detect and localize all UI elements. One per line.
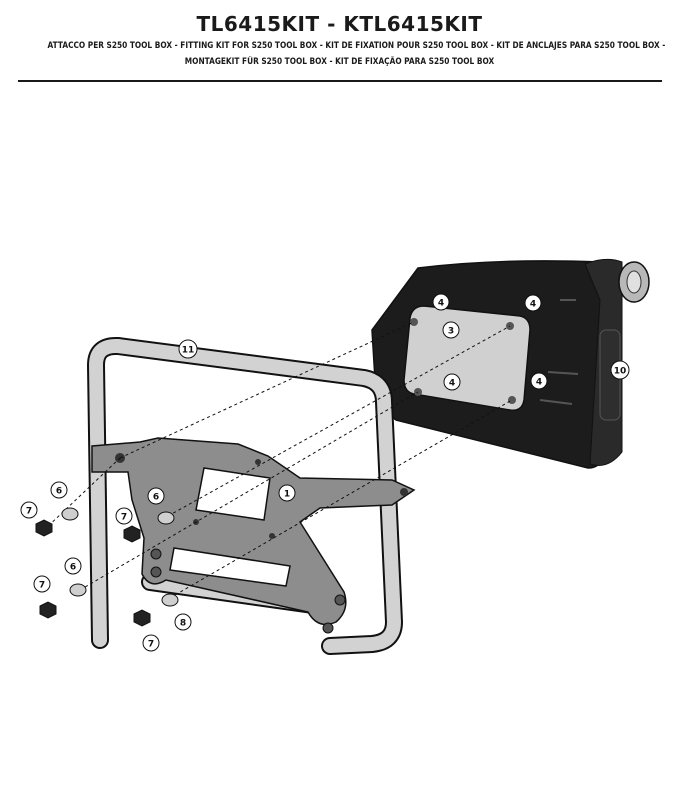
- callout-3-label: 3: [448, 327, 454, 337]
- callout-7c: 7: [33, 575, 51, 593]
- callout-6b-label: 6: [153, 493, 159, 503]
- callout-7c-label: 7: [39, 581, 45, 591]
- callout-6b: 6: [147, 487, 165, 505]
- subtitle-line-2: MONTAGEKIT FÜR S250 TOOL BOX - KIT DE FI…: [184, 57, 495, 67]
- callout-6a-label: 6: [56, 487, 62, 497]
- callout-10: 10: [610, 360, 630, 380]
- callout-7b-label: 7: [121, 513, 127, 523]
- callout-6a: 6: [50, 481, 68, 499]
- callout-11-label: 11: [182, 346, 195, 356]
- callout-3: 3: [442, 321, 460, 339]
- callout-7d: 7: [142, 634, 160, 652]
- subtitle-line-1: ATTACCO PER S250 TOOL BOX - FITTING KIT …: [47, 41, 666, 51]
- callout-4d: 4: [530, 372, 548, 390]
- callout-4a-label: 4: [438, 299, 444, 309]
- callout-11: 11: [178, 339, 198, 359]
- callout-8-label: 8: [180, 619, 186, 629]
- assembly-lines: [43, 321, 513, 599]
- callout-4a: 4: [432, 293, 450, 311]
- callout-7b: 7: [115, 507, 133, 525]
- callout-4b: 4: [524, 294, 542, 312]
- callout-6c: 6: [64, 557, 82, 575]
- callout-1: 1: [278, 484, 296, 502]
- callout-10-label: 10: [614, 367, 627, 377]
- callout-6c-label: 6: [70, 563, 76, 573]
- callout-7a-label: 7: [26, 507, 32, 517]
- callout-4c: 4: [443, 373, 461, 391]
- callout-4c-label: 4: [449, 379, 455, 389]
- callout-4b-label: 4: [530, 300, 536, 310]
- hardware: [35, 507, 179, 627]
- header-divider: [18, 80, 662, 82]
- inner-plate: [403, 305, 531, 412]
- callout-4d-label: 4: [536, 378, 542, 388]
- callout-7a: 7: [20, 501, 38, 519]
- callout-7d-label: 7: [148, 640, 154, 650]
- mounting-plate: [91, 437, 416, 634]
- header: TL6415KIT - KTL6415KIT ATTACCO PER S250 …: [0, 0, 679, 68]
- page-title: TL6415KIT - KTL6415KIT: [196, 12, 483, 36]
- callout-1-label: 1: [284, 490, 290, 500]
- callout-8: 8: [174, 613, 192, 631]
